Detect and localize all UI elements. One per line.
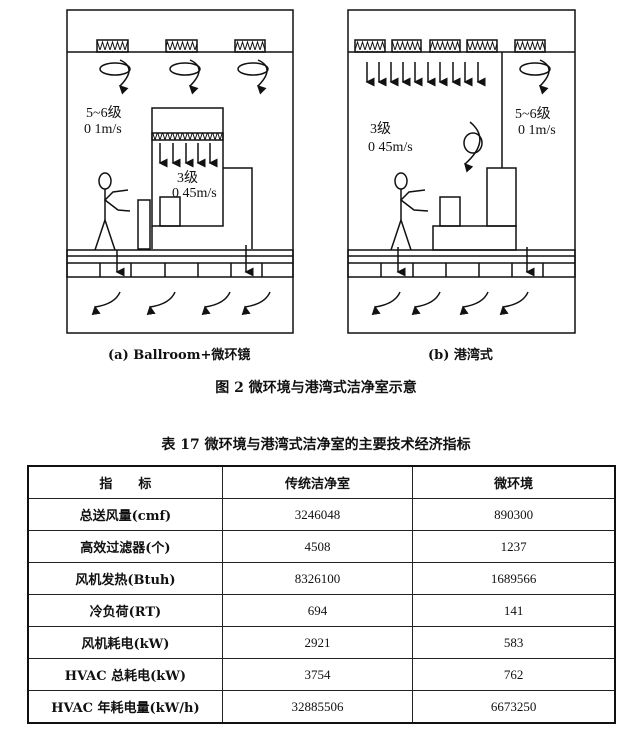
header-cell: 传统洁净室 <box>221 465 414 499</box>
table-title: 表 17 微环境与港湾式洁净室的主要技术经济指标 <box>161 437 471 453</box>
hepa-filter <box>354 39 386 53</box>
hepa-filter <box>165 39 198 53</box>
hepa-filter <box>429 39 461 53</box>
indicator-cell: 高效过滤器(个) <box>27 530 223 563</box>
header-cell: 指 标 <box>27 465 223 499</box>
speed-label: 0 45m/s <box>368 140 413 155</box>
value-cell: 141 <box>412 594 616 627</box>
laminar-arrows <box>365 62 486 87</box>
figure-caption: 图 2 微环境与港湾式洁净室示意 <box>215 380 417 396</box>
value-cell: 6673250 <box>412 690 616 724</box>
indicator-cell: 冷负荷(RT) <box>27 594 223 627</box>
indicator-cell: 总送风量(cmf) <box>27 498 223 531</box>
value-cell: 32885506 <box>221 690 414 724</box>
value-cell: 694 <box>221 594 414 627</box>
value-cell: 3246048 <box>221 498 414 531</box>
hepa-filter <box>234 39 266 53</box>
value-cell: 4508 <box>221 530 414 563</box>
panel-b-caption: (b) 港湾式 <box>428 348 493 363</box>
return-air-arrows <box>91 291 271 316</box>
indicator-cell: 风机发热(Btuh) <box>27 562 223 595</box>
speed-label: 0 1m/s <box>518 123 556 138</box>
return-air-arrows <box>371 291 529 316</box>
cleanroom-diagram: 5~6级 0 1m/s 3级 0 45m/s 3级 0 45m/s 5~6级 0… <box>66 9 576 334</box>
turbulent-flow-icon <box>463 59 551 173</box>
speed-label: 0 1m/s <box>84 122 122 137</box>
class-label: 5~6级 <box>86 105 122 121</box>
class-label: 3级 <box>370 121 391 137</box>
panel-a-caption: (a) Ballroom+微环镜 <box>108 348 251 363</box>
class-label: 3级 <box>177 170 198 186</box>
value-cell: 8326100 <box>221 562 414 595</box>
value-cell: 890300 <box>412 498 616 531</box>
turbulent-flow-icon <box>99 59 269 95</box>
panel-a-ballroom <box>66 9 294 334</box>
indicator-cell: HVAC 总耗电(kW) <box>27 658 223 691</box>
value-cell: 1689566 <box>412 562 616 595</box>
hepa-filter <box>391 39 422 53</box>
hepa-filter <box>466 39 498 53</box>
mini-environment <box>151 107 224 227</box>
value-cell: 3754 <box>221 658 414 691</box>
indicator-cell: HVAC 年耗电量(kW/h) <box>27 690 223 724</box>
value-cell: 583 <box>412 626 616 659</box>
person-icon <box>94 172 131 251</box>
speed-label: 0 45m/s <box>172 186 217 201</box>
value-cell: 2921 <box>221 626 414 659</box>
table-header: 指 标 传统洁净室 微环境 <box>27 465 616 499</box>
hepa-filter <box>514 39 546 53</box>
value-cell: 1237 <box>412 530 616 563</box>
value-cell: 762 <box>412 658 616 691</box>
header-cell: 微环境 <box>412 465 616 499</box>
panel-b-bay <box>347 9 576 334</box>
indicator-cell: 风机耗电(kW) <box>27 626 223 659</box>
person-icon <box>390 172 429 251</box>
hepa-filter <box>96 39 129 53</box>
laminar-arrows <box>158 143 218 168</box>
class-label: 5~6级 <box>515 106 551 122</box>
